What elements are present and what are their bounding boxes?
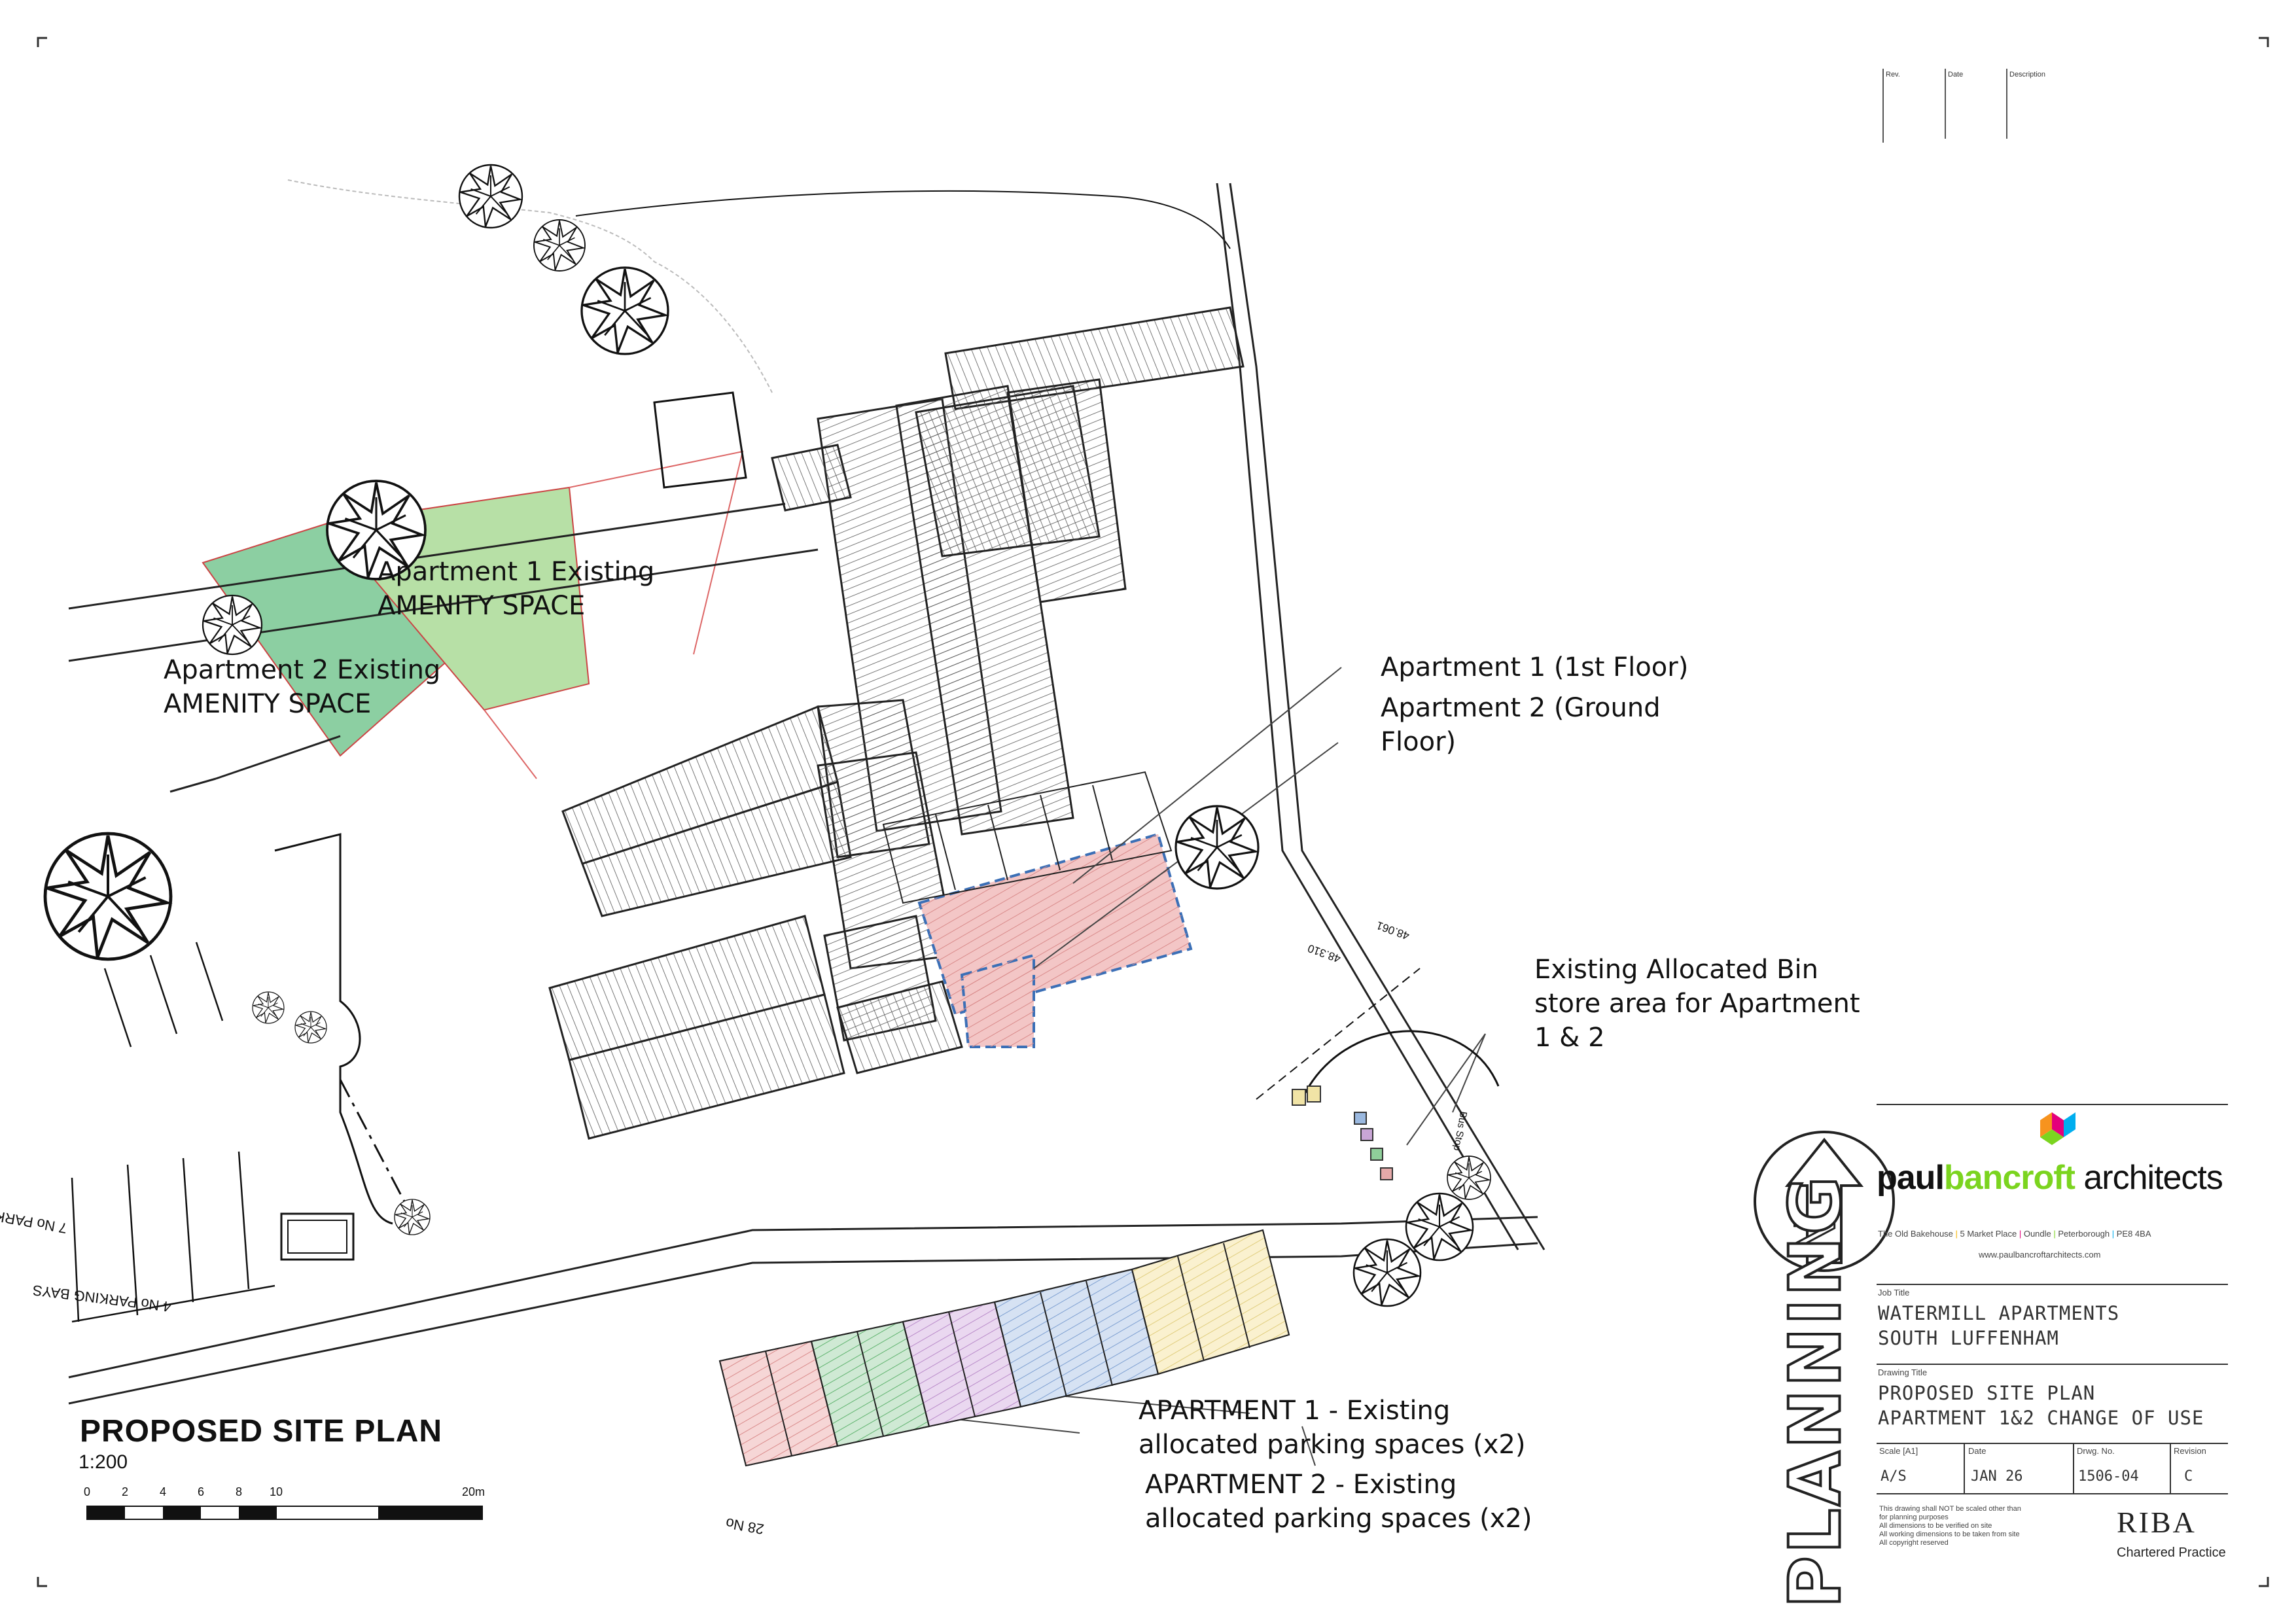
firm-address: The Old Bakehouse | 5 Market Place | Oun… [1878,1229,2151,1239]
date-label: Date [1968,1446,1987,1456]
bin-store-bins [1292,1086,1393,1180]
revision-label: Revision [2174,1446,2206,1456]
scale-value: A/S [1881,1468,1907,1485]
planning-stamp: PLANNING [1774,1173,1858,1610]
drawing-number-value: 1506-04 [2078,1468,2139,1485]
sketch-outline [287,179,773,393]
gazebo [653,391,747,489]
dash-line [339,1079,407,1205]
scale-tick: 20m [462,1485,486,1498]
drawing-number-label: Drwg. No. [2077,1446,2115,1456]
title-block-lines [1877,1104,2228,1494]
job-title-line1: WATERMILL APARTMENTS [1878,1302,2120,1324]
west-parking-bays [71,942,275,1323]
scale-tick: 0 [84,1485,91,1498]
main-building [548,306,1245,1140]
riba-logo: RIBA [2117,1506,2197,1539]
logo-cube [2040,1112,2075,1145]
drawing-title: PROPOSED SITE PLAN [80,1414,443,1449]
drawing-title-line1: PROPOSED SITE PLAN [1878,1382,2096,1404]
drawing-scale: 1:200 [79,1451,128,1473]
firm-logo: paulbancroft architects [1877,1159,2223,1197]
scale-tick: 8 [236,1485,243,1498]
river-line [575,190,1231,249]
scale-tick: 6 [198,1485,205,1498]
date-header: Date [1948,71,1964,79]
crop-marks [37,37,2269,1587]
scale-label: Scale [A1] [1879,1446,1918,1456]
revision-value: C [2184,1468,2193,1485]
drawing-title-label: Drawing Title [1878,1368,1928,1377]
revision-table-lines [1882,69,2007,143]
label-apt1-floor: Apartment 1 (1st Floor) [1381,652,1689,682]
scale-bar [86,1506,483,1520]
scale-tick: 2 [122,1485,129,1498]
north-arrow [1754,1131,1895,1272]
date-value: JAN 26 [1971,1468,2023,1485]
drawing-notes: This drawing shall NOT be scaled other t… [1879,1505,2021,1547]
job-title-label: Job Title [1878,1288,1910,1297]
job-title-line2: SOUTH LUFFENHAM [1878,1327,2059,1349]
drawing-title-line2: APARTMENT 1&2 CHANGE OF USE [1878,1407,2204,1429]
description-header: Description [2009,71,2046,79]
scale-tick: 4 [160,1485,167,1498]
south-parking-bays [718,1229,1290,1467]
scale-tick: 10 [270,1485,283,1498]
bin-store-arc [1301,1030,1500,1100]
firm-website: www.paulbancroftarchitects.com [1979,1250,2101,1260]
riba-subtitle: Chartered Practice [2117,1545,2226,1560]
paving [882,771,1173,904]
rev-header: Rev. [1886,71,1900,79]
courtyard-edge [274,833,393,1225]
